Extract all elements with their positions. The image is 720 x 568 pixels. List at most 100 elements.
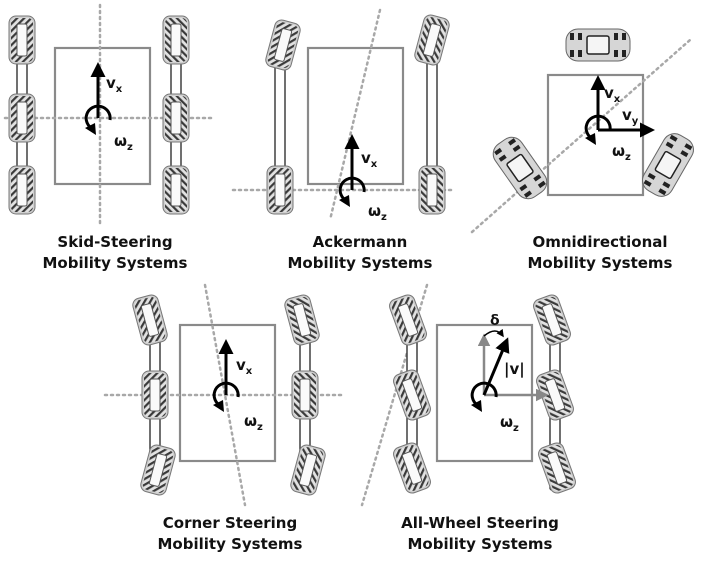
corner-vx-label: vx [236, 356, 253, 377]
wheel-icon [284, 294, 320, 346]
wheel-icon [291, 370, 319, 420]
hub [170, 23, 182, 57]
rotation-arrow-icon [212, 381, 240, 412]
ackermann-chassis-frame [306, 46, 405, 186]
roller [669, 134, 678, 142]
hub [16, 101, 28, 135]
wheel-icon [8, 93, 36, 143]
hub [292, 303, 312, 337]
roller [498, 154, 507, 162]
skid-vx-label: vx [106, 74, 123, 95]
hub [274, 173, 286, 207]
ackermann-path-curve [328, 8, 382, 222]
omni-wz-label: ωz [612, 142, 631, 163]
rotation-arrowhead [213, 400, 224, 412]
rotation-arrowhead [585, 133, 596, 145]
roller [643, 179, 652, 187]
wheel-icon [8, 165, 36, 215]
omni-path-curve [470, 38, 692, 234]
roller [614, 50, 618, 57]
rotation-arrow-icon [338, 176, 366, 207]
hub [299, 378, 311, 412]
roller [533, 174, 542, 182]
omni-hub [654, 150, 682, 180]
roller [519, 183, 528, 192]
hub [170, 173, 182, 207]
roller [537, 180, 546, 189]
wheel-icon [414, 14, 450, 66]
roller [523, 190, 532, 198]
omni-vx-label: vx [604, 84, 621, 105]
wheel-icon [538, 442, 576, 494]
omni-hub [586, 35, 610, 55]
allwheel-caption-line2: Mobility Systems [407, 535, 553, 553]
wheel-icon [290, 444, 326, 496]
wheel-icon [418, 165, 446, 215]
roller [662, 181, 671, 189]
roller [508, 138, 517, 146]
rotation-arc [584, 114, 612, 141]
omni-wheel-icon [642, 133, 694, 197]
roller [622, 50, 626, 57]
roller [570, 33, 574, 40]
ackermann-caption: Ackermann Mobility Systems [265, 232, 455, 274]
rotation-arrow-icon [584, 114, 612, 145]
wheel-icon [533, 294, 571, 346]
corner-caption-line2: Mobility Systems [157, 535, 303, 553]
hub [16, 173, 28, 207]
rotation-arc [338, 176, 366, 203]
wheel-icon [265, 19, 301, 71]
wheel-icon [393, 442, 431, 494]
corner-chassis-frame [178, 323, 277, 463]
rotation-arrowhead [339, 195, 350, 207]
allwheel-delta-arc [483, 328, 504, 338]
wheel-icon [162, 15, 190, 65]
roller [622, 33, 626, 40]
roller [680, 150, 689, 158]
skid-steering-caption: Skid-Steering Mobility Systems [20, 232, 210, 274]
roller [614, 33, 618, 40]
hub [149, 378, 161, 412]
roller [570, 50, 574, 57]
hub [397, 303, 419, 337]
ackermann-caption-line2: Mobility Systems [287, 254, 433, 272]
skid-chassis-frame [53, 46, 152, 186]
hub [422, 23, 442, 57]
hub [541, 303, 563, 337]
rotation-arc [470, 381, 498, 408]
omni-caption-line1: Omnidirectional [532, 233, 668, 251]
hub [170, 101, 182, 135]
roller [578, 33, 582, 40]
allwheel-delta-label: δ [490, 313, 500, 329]
wheel-icon [389, 294, 427, 346]
allwheel-v-magnitude-label: |v| [504, 360, 525, 379]
roller [684, 143, 693, 151]
roller [494, 147, 503, 156]
wheel-icon [141, 370, 169, 420]
wheel-icon [140, 444, 176, 496]
hub [546, 451, 568, 485]
hub [401, 378, 423, 412]
rotation-arc [84, 104, 112, 131]
ackermann-caption-line1: Ackermann [312, 233, 408, 251]
omni-wheel-icon [565, 28, 631, 62]
corner-caption-line1: Corner Steering [162, 514, 298, 532]
hub [140, 303, 160, 337]
wheel-icon [536, 369, 574, 421]
wheel-icon [162, 165, 190, 215]
hub [401, 451, 423, 485]
rotation-arrow-icon [470, 381, 498, 412]
allwheel-velocity-arrow [482, 337, 510, 396]
hub [16, 23, 28, 57]
wheel-icon [393, 369, 431, 421]
hub [148, 453, 168, 487]
omni-wheel-icon [492, 136, 548, 200]
corner-path-curve [203, 283, 247, 507]
corner-steering-caption: Corner Steering Mobility Systems [135, 513, 325, 555]
rotation-arrowhead [85, 123, 96, 135]
allwheel-wz-label: ωz [500, 413, 519, 434]
skid-wz-label: ωz [114, 132, 133, 153]
skid-caption-line2: Mobility Systems [42, 254, 188, 272]
roller [647, 172, 656, 180]
roller [512, 144, 521, 153]
